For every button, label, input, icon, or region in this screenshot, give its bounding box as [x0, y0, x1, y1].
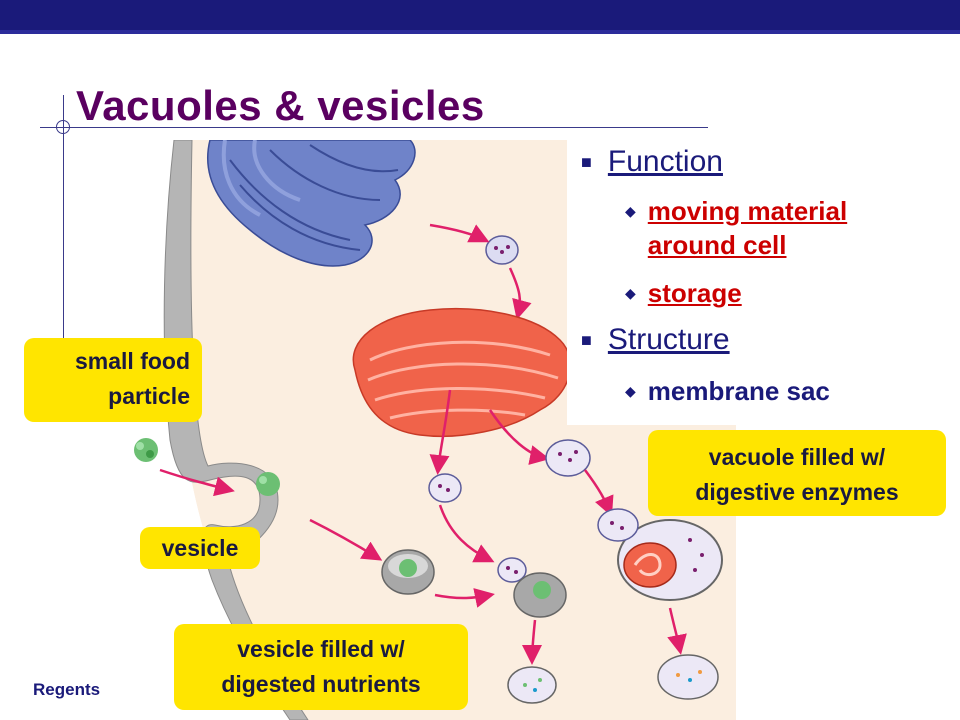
bullet-list: ■ Function ◆ moving material around cell…	[567, 140, 932, 425]
callout-line: particle	[108, 383, 190, 409]
callout-line: digestive enzymes	[695, 479, 899, 505]
food-particle	[134, 438, 158, 462]
function-item: ◆ storage	[625, 276, 742, 310]
callout-line: digested nutrients	[221, 671, 421, 697]
page-title: Vacuoles & vesicles	[76, 82, 485, 129]
top-bar-accent	[0, 30, 960, 34]
callout-line: small food	[74, 348, 190, 374]
diamond-bullet-icon: ◆	[625, 383, 636, 399]
top-bar	[0, 0, 960, 30]
callout-vesicle: vesicle	[140, 527, 260, 569]
callout-line: vesicle filled w/	[237, 636, 405, 662]
fusing-vesicle	[497, 557, 567, 618]
food-vesicle	[381, 549, 435, 595]
callout-small-food-particle: small food particle	[24, 338, 202, 422]
structure-item-label: membrane sac	[647, 376, 830, 406]
structure-bullet: ■ Structure	[581, 320, 730, 360]
callout-vacuole-enzymes: vacuole filled w/ digestive enzymes	[648, 430, 946, 516]
diamond-bullet-icon: ◆	[625, 203, 636, 219]
square-bullet-icon: ■	[581, 152, 592, 172]
structure-item: ◆ membrane sac	[625, 374, 830, 408]
function-item: ◆ moving material around cell	[625, 194, 928, 262]
crosshair-icon	[56, 120, 70, 134]
title-rule	[40, 127, 708, 128]
function-bullet: ■ Function	[581, 142, 723, 182]
lysosome-vacuole	[597, 508, 723, 601]
function-label: Function	[607, 145, 723, 178]
vertical-rule	[63, 95, 64, 360]
diamond-bullet-icon: ◆	[625, 285, 636, 301]
callout-line: vacuole filled w/	[708, 444, 886, 470]
callout-vesicle-nutrients: vesicle filled w/ digested nutrients	[174, 624, 468, 710]
function-item-label: storage	[647, 278, 742, 308]
function-item-label: moving material around cell	[647, 196, 848, 260]
footer-label: Regents	[33, 680, 101, 699]
structure-label: Structure	[607, 323, 730, 356]
square-bullet-icon: ■	[581, 330, 592, 350]
endoplasmic-reticulum	[207, 140, 416, 267]
